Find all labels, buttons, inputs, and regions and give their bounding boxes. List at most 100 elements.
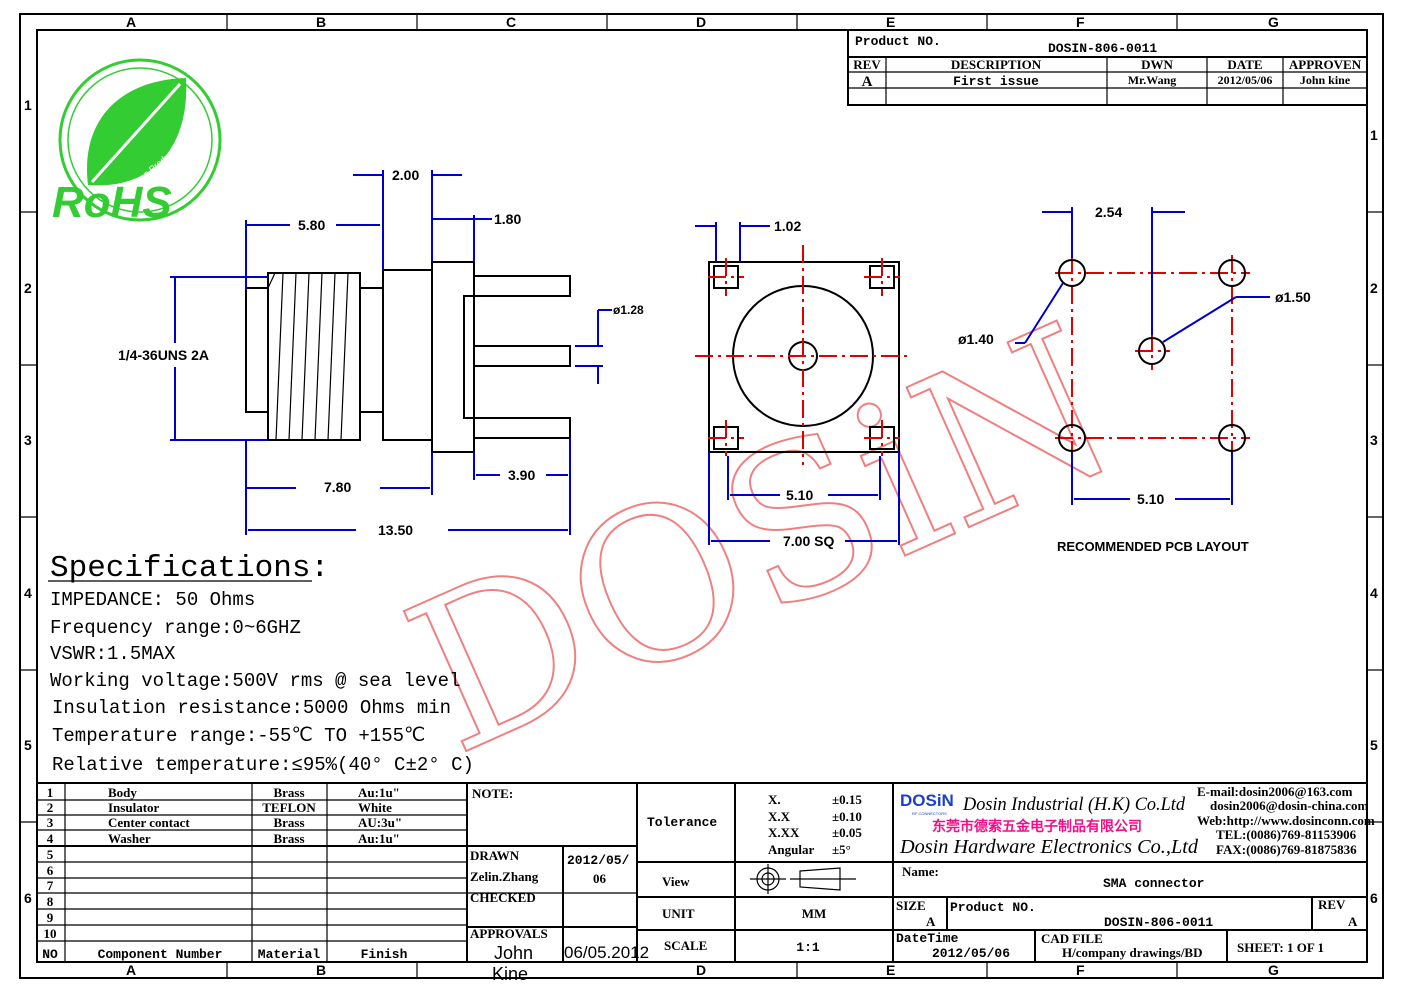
spec-line: Insulation resistance:5000 Ohms min <box>52 697 451 719</box>
tolerance-value: ±0.10 <box>832 809 862 824</box>
row-label: 5 <box>1370 737 1378 753</box>
row-label: 1 <box>24 97 32 113</box>
col-label: B <box>316 14 326 30</box>
approval-date: 06/05.2012 <box>564 943 649 962</box>
checked-label: CHECKED <box>470 890 536 905</box>
company-name-en: Dosin Hardware Electronics Co.,Ltd <box>899 836 1199 858</box>
bom-finish: AU:3u" <box>358 815 402 830</box>
specifications: Specifications: IMPEDANCE: 50 Ohms Frequ… <box>48 551 474 776</box>
tolerance-format: Angular <box>768 842 814 857</box>
pcb-layout-caption: RECOMMENDED PCB LAYOUT <box>1057 539 1249 554</box>
note-label: NOTE: <box>472 786 513 801</box>
dim-label: 5.10 <box>1137 491 1164 507</box>
size-value: A <box>926 914 936 929</box>
view-label: View <box>662 874 690 889</box>
bom-finish: Au:1u" <box>358 785 400 800</box>
col-label: C <box>506 14 516 30</box>
tolerance-format: X.XX <box>768 825 800 840</box>
product-no-label: Product NO. <box>855 34 941 49</box>
revision-block: Product NO. DOSIN-806-0011 REV DESCRIPTI… <box>847 29 1368 106</box>
tolerance-format: X. <box>768 792 781 807</box>
date-value: 2012/05/06 <box>1218 73 1273 87</box>
name-label: Name: <box>902 864 939 879</box>
zone-row-numbers: 1 2 3 4 5 6 1 2 3 4 5 6 <box>24 97 1378 906</box>
approval-signature: Kine <box>492 964 528 984</box>
sheet-number: SHEET: 1 OF 1 <box>1237 940 1324 955</box>
rev-label: REV <box>1318 897 1346 912</box>
col-label: F <box>1076 962 1085 978</box>
bom-header: NO <box>42 947 58 962</box>
tolerance-value: ±0.05 <box>832 825 862 840</box>
contact-email: E-mail:dosin2006@163.com <box>1197 784 1353 799</box>
dim-label: ø1.28 <box>613 303 644 317</box>
bom-row: 7 <box>47 878 54 893</box>
drawn-date: 06 <box>593 871 607 886</box>
bom-material: TEFLON <box>262 800 316 815</box>
col-label: D <box>696 14 706 30</box>
tolerance-value: ±0.15 <box>832 792 862 807</box>
col-label: D <box>696 962 706 978</box>
pcb-layout-drawing: 2.54 ø1.50 ø1.40 5.10 RECOMMENDED PCB LA… <box>958 204 1311 554</box>
col-label: A <box>126 962 136 978</box>
dim-label: ø1.50 <box>1275 289 1311 305</box>
bom-material: Brass <box>273 815 304 830</box>
row-label: 2 <box>1370 280 1378 296</box>
rev-header: REV <box>853 57 881 72</box>
rohs-logo: Green Product RoHS <box>52 58 222 227</box>
bom-no: 1 <box>47 785 54 800</box>
inner-border <box>36 29 1368 963</box>
row-label: 3 <box>24 432 32 448</box>
product-no: DOSIN-806-0011 <box>1104 915 1213 930</box>
bom-no: 9 <box>47 910 54 925</box>
bom-component: Center contact <box>108 815 190 830</box>
rev-value: A <box>1348 914 1358 929</box>
row-label: 4 <box>1370 585 1378 601</box>
bom-no: 4 <box>47 831 54 846</box>
zone-column-letters: A B C D E F G A B D E F G <box>126 14 1279 978</box>
dim-label: 5.80 <box>298 217 325 233</box>
bom-no: 7 <box>47 878 54 893</box>
bom-finish: White <box>358 800 392 815</box>
bom-row: 9 <box>47 910 54 925</box>
company-name-hk: Dosin Industrial (H.K) Co.Ltd <box>962 794 1185 815</box>
drawn-label: DRAWN <box>470 848 520 863</box>
col-label: B <box>316 962 326 978</box>
side-view-drawing: 2.00 5.80 1.80 1/4-36UNS 2A ø1.28 7.80 3… <box>118 167 644 538</box>
spec-line: Working voltage:500V rms @ sea level <box>50 670 460 692</box>
dim-label: 3.90 <box>508 467 535 483</box>
dwn-header: DWN <box>1141 57 1173 72</box>
contact-email: dosin2006@dosin-china.com <box>1210 798 1369 813</box>
contact-tel: TEL:(0086)769-81153906 <box>1216 827 1357 842</box>
title-block-right: DOSiN RF CONNECTORS Dosin Industrial (H.… <box>893 784 1375 962</box>
dim-label: 1.80 <box>494 211 521 227</box>
dim-label: 13.50 <box>378 522 413 538</box>
company-name-cn: 东莞市德索五金电子制品有限公司 <box>932 818 1142 835</box>
bom-row: 8 <box>47 894 54 909</box>
bom-no: 2 <box>47 800 54 815</box>
scale-value: 1:1 <box>796 940 820 955</box>
dim-label: 7.00 SQ <box>783 533 834 549</box>
bom-component: Body <box>108 785 137 800</box>
row-label: 1 <box>1370 127 1378 143</box>
dim-label: 1.02 <box>774 218 801 234</box>
rev-value: A <box>862 74 873 90</box>
company-logo: DOSiN <box>900 791 954 810</box>
col-label: F <box>1076 14 1085 30</box>
row-label: 6 <box>1370 890 1378 906</box>
col-label: G <box>1268 14 1279 30</box>
part-name: SMA connector <box>1103 876 1204 891</box>
bom-row: 6 <box>47 863 54 878</box>
contact-web: Web:http://www.dosinconn.com <box>1197 813 1375 828</box>
approven-header: APPROVEN <box>1289 57 1362 72</box>
bom-no: 6 <box>47 863 54 878</box>
approval-signature: John <box>494 943 533 963</box>
bom-header: Finish <box>361 947 408 962</box>
tolerance-label: Tolerance <box>647 815 717 830</box>
row-label: 5 <box>24 737 32 753</box>
